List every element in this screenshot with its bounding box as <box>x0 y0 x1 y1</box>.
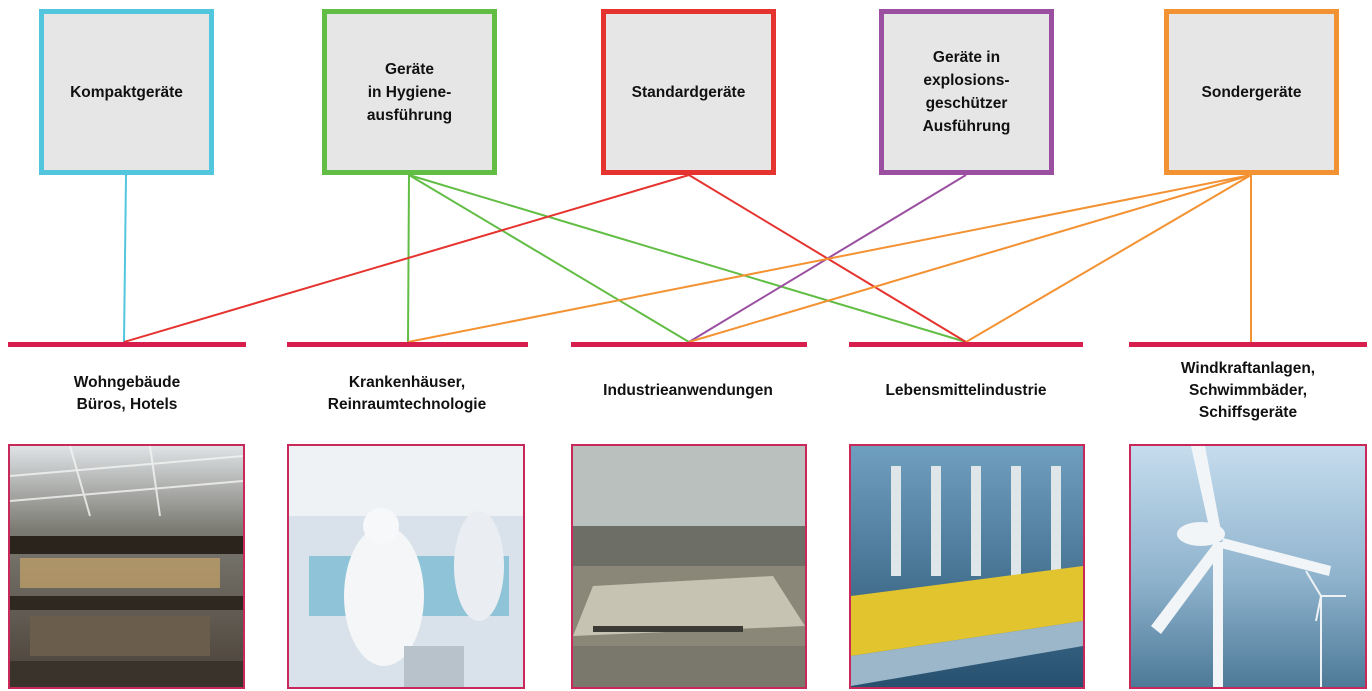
application-bar-kranken <box>287 342 528 347</box>
shopping-mall-photo <box>8 444 245 689</box>
application-bar-industrie <box>571 342 807 347</box>
bottling-line-photo <box>849 444 1085 689</box>
connector-sonder-to-kranken <box>407 174 1252 343</box>
category-label: Geräte in Hygiene- ausführung <box>366 60 453 124</box>
connector-hygiene-to-industrie <box>408 174 690 343</box>
application-label-lebensmittel: Lebensmittelindustrie <box>885 382 1047 399</box>
application-label-kranken: Krankenhäuser, Reinraumtechnologie <box>327 374 487 413</box>
connector-kompakt-to-wohn <box>123 174 127 343</box>
application-bar-wohn <box>8 342 246 347</box>
category-label: Sondergeräte <box>1201 83 1302 101</box>
category-box-sonder: Sondergeräte <box>1164 9 1339 175</box>
category-label: Standardgeräte <box>631 83 746 101</box>
factory-hall-photo <box>571 444 807 689</box>
wind-turbines-photo <box>1129 444 1367 689</box>
application-bar-wind <box>1129 342 1367 347</box>
connector-hygiene-to-lebensmittel <box>408 174 967 343</box>
category-box-hygiene: Geräte in Hygiene- ausführung <box>322 9 497 175</box>
connector-standard-to-wohn <box>123 174 690 343</box>
connector-sonder-to-lebensmittel <box>965 174 1252 343</box>
application-label-wind: Windkraftanlagen, Schwimmbäder, Schiffsg… <box>1180 360 1316 421</box>
application-label-wohn: Wohngebäude Büros, Hotels <box>73 374 181 413</box>
category-box-kompaktgeraete: Kompaktgeräte <box>39 9 214 175</box>
connector-sonder-to-industrie <box>688 174 1252 343</box>
application-label-industrie: Industrieanwendungen <box>603 382 773 399</box>
category-box-standard: Standardgeräte <box>601 9 776 175</box>
category-label: Geräte in explosions- geschützer Ausführ… <box>922 49 1011 135</box>
category-label: Kompaktgeräte <box>70 83 183 101</box>
application-bar-lebensmittel <box>849 342 1083 347</box>
category-box-explosion: Geräte in explosions- geschützer Ausführ… <box>879 9 1054 175</box>
cleanroom-lab-photo <box>287 444 525 689</box>
